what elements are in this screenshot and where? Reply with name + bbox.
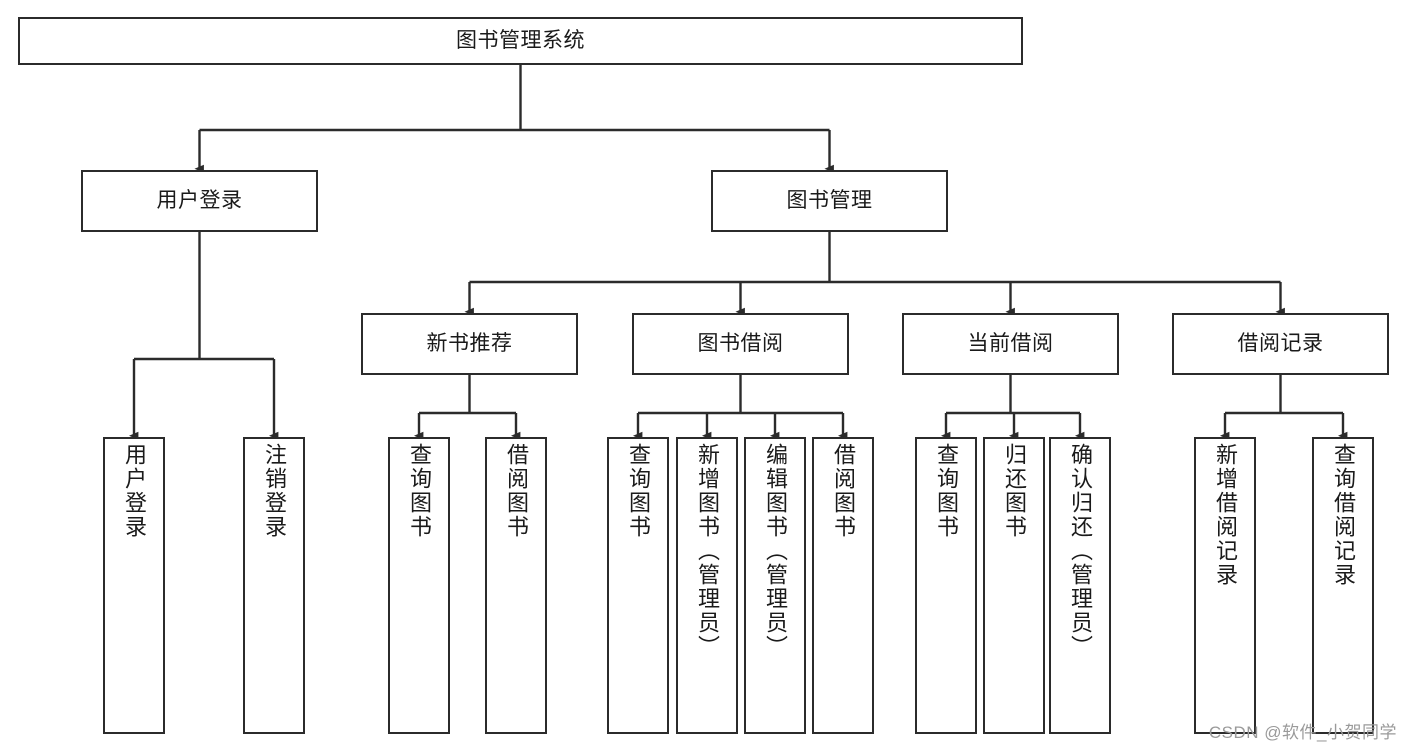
node-leaf-bo-edit[interactable]: 编辑图书（管理员）	[744, 437, 806, 734]
node-label: 查询借阅记录	[1331, 443, 1356, 587]
node-label: 归还图书	[1002, 443, 1027, 539]
node-label: 新书推荐	[426, 331, 513, 355]
node-login[interactable]: 用户登录	[81, 170, 318, 232]
node-label: 图书管理系统	[456, 28, 585, 52]
node-leaf-bo-query[interactable]: 查询图书	[607, 437, 669, 734]
node-label: 查询图书	[934, 443, 959, 539]
node-label: 用户登录	[122, 443, 147, 539]
node-label: 当前借阅	[967, 331, 1054, 355]
node-newbook[interactable]: 新书推荐	[361, 313, 578, 375]
node-label: 编辑图书（管理员）	[763, 443, 788, 659]
node-borrow[interactable]: 图书借阅	[632, 313, 849, 375]
node-leaf-user-login[interactable]: 用户登录	[103, 437, 165, 734]
node-leaf-nb-query[interactable]: 查询图书	[388, 437, 450, 734]
node-leaf-cu-confirm[interactable]: 确认归还（管理员）	[1049, 437, 1111, 734]
node-label: 借阅记录	[1237, 331, 1324, 355]
node-label: 用户登录	[156, 188, 243, 212]
node-leaf-bo-add[interactable]: 新增图书（管理员）	[676, 437, 738, 734]
node-label: 新增借阅记录	[1213, 443, 1238, 587]
node-label: 查询图书	[407, 443, 432, 539]
node-label: 确认归还（管理员）	[1068, 443, 1093, 659]
node-leaf-re-add[interactable]: 新增借阅记录	[1194, 437, 1256, 734]
node-leaf-nb-borrow[interactable]: 借阅图书	[485, 437, 547, 734]
node-label: 注销登录	[262, 443, 287, 539]
node-label: 图书管理	[786, 188, 873, 212]
node-label: 新增图书（管理员）	[695, 443, 720, 659]
node-records[interactable]: 借阅记录	[1172, 313, 1389, 375]
node-bookmgmt[interactable]: 图书管理	[711, 170, 948, 232]
node-label: 查询图书	[626, 443, 651, 539]
node-leaf-cu-return[interactable]: 归还图书	[983, 437, 1045, 734]
node-label: 借阅图书	[831, 443, 856, 539]
node-root[interactable]: 图书管理系统	[18, 17, 1023, 65]
node-leaf-cu-query[interactable]: 查询图书	[915, 437, 977, 734]
node-label: 借阅图书	[504, 443, 529, 539]
watermark: CSDN @软件_小贺同学	[1208, 723, 1397, 742]
node-leaf-user-logout[interactable]: 注销登录	[243, 437, 305, 734]
node-current[interactable]: 当前借阅	[902, 313, 1119, 375]
node-leaf-bo-borrow[interactable]: 借阅图书	[812, 437, 874, 734]
node-label: 图书借阅	[697, 331, 784, 355]
node-leaf-re-query[interactable]: 查询借阅记录	[1312, 437, 1374, 734]
